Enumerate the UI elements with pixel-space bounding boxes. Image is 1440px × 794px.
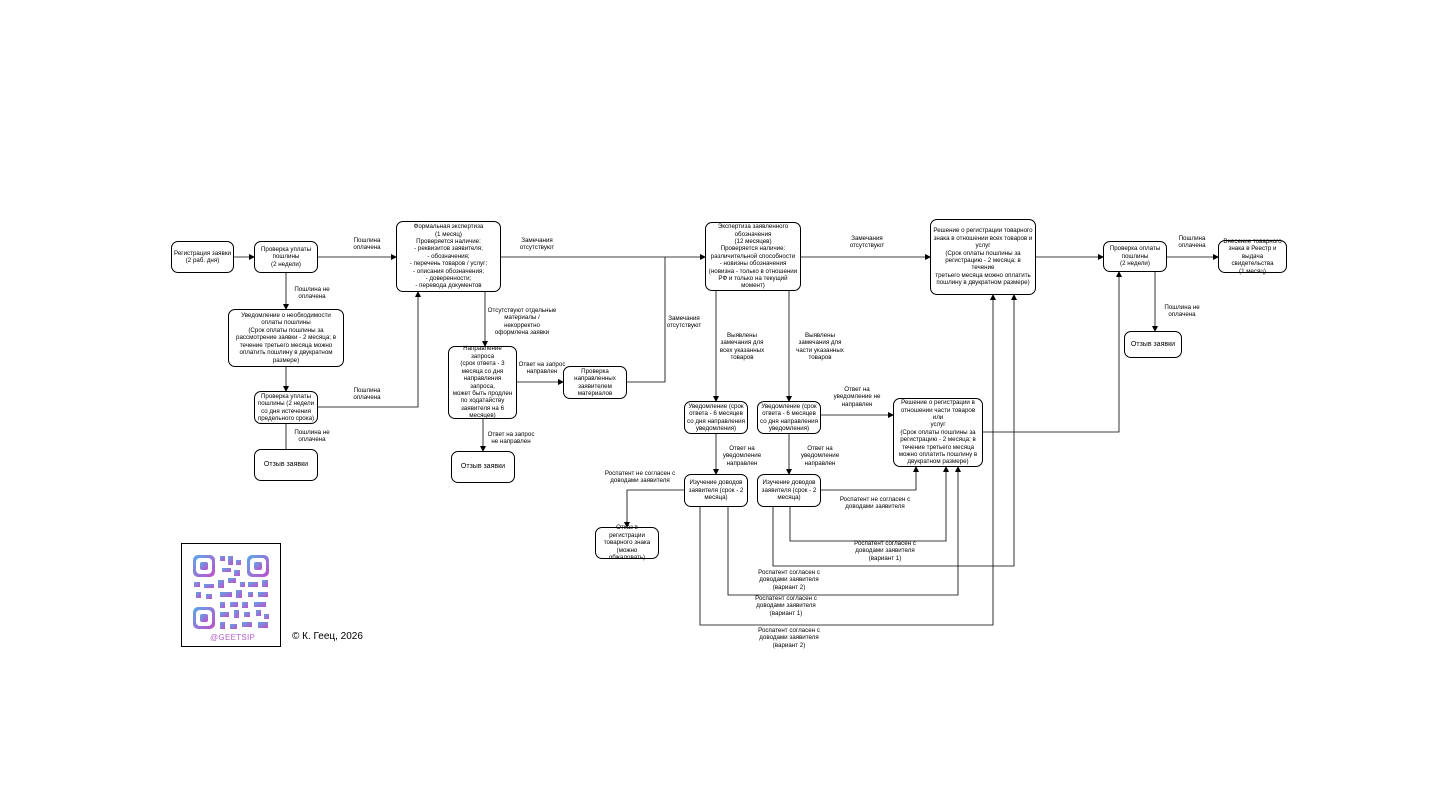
label-fee-not-paid-3: Пошлина не оплачена: [1164, 304, 1200, 319]
label-no-remarks-1: Замечания отсутствуют: [519, 237, 555, 252]
qr-code-graphic: [193, 555, 269, 629]
edge-decision-part-to-check3: [983, 271, 1122, 433]
node-notify-part: Уведомление (срок ответа - 6 месяцев со …: [757, 401, 821, 434]
label-notice-sent-2: Ответ на уведомление направлен: [800, 445, 840, 467]
label-notice-sent-1: Ответ на уведомление направлен: [722, 445, 762, 467]
node-notify-all: Уведомление (срок ответа - 6 месяцев со …: [684, 401, 748, 434]
edge-study1-to-refusal: [624, 489, 684, 528]
node-withdraw-1: Отзыв заявки: [254, 449, 318, 481]
edge-materials-to-signexam: [627, 257, 666, 383]
label-agree-var1-b: Роспатент согласен с доводами заявителя …: [755, 595, 817, 617]
label-agree-var1-a: Роспатент согласен с доводами заявителя …: [854, 540, 916, 562]
edge-study1-to-decision-all-b: [699, 294, 996, 626]
node-check-materials: Проверка направленных заявителем материа…: [563, 366, 627, 399]
copyright: © К. Геец, 2026: [292, 631, 363, 642]
node-registration: Регистрация заявки (2 раб. дня): [171, 241, 234, 273]
edge-study1-to-decision-part-b: [727, 466, 961, 596]
node-decision-part: Решение о регистрации в отношении части …: [893, 398, 983, 467]
label-fee-paid-1: Пошлина оплачена: [353, 237, 381, 252]
node-registry: Внесение товарного знака в Реестр и выда…: [1218, 238, 1287, 275]
label-remarks-part: Выявлены замечания для части указанных т…: [796, 332, 844, 362]
label-agree-var2-a: Роспатент согласен с доводами заявителя …: [758, 569, 820, 591]
node-check-fee-3: Проверка оплаты пошлины (2 недели): [1103, 241, 1167, 272]
label-fee-paid-3: Пошлина оплачена: [1178, 235, 1206, 250]
label-missing-materials: Отсутствуют отдельные материалы / некорр…: [487, 307, 557, 337]
node-withdraw-2: Отзыв заявки: [451, 451, 515, 483]
label-agree-var2-b: Роспатент согласен с доводами заявителя …: [758, 627, 820, 649]
node-request: Направление запроса (срок ответа - 3 мес…: [448, 345, 517, 419]
node-withdraw-3: Отзыв заявки: [1124, 331, 1182, 358]
edge-study2-to-decision-part-a: [789, 466, 949, 542]
node-decision-all: Решение о регистрации товарного знака в …: [930, 219, 1036, 295]
node-formal-exam: Формальная экспертиза (1 месяц) Проверяе…: [396, 221, 501, 292]
label-rospatent-disagree-2: Роспатент не согласен с доводами заявите…: [839, 496, 911, 511]
label-response-not-sent: Ответ на запрос не направлен: [487, 431, 535, 446]
node-study-2: Изучение доводов заявителя (срок - 2 мес…: [757, 474, 821, 507]
edge-study2-to-decision-part-c: [821, 466, 919, 491]
node-sign-exam: Экспертиза заявленного обозначения (12 м…: [705, 222, 801, 291]
edge-study2-to-decision-all-a: [772, 294, 1017, 567]
node-refusal: Отказ в регистрации товарного знака (мож…: [595, 524, 659, 561]
label-notice-not-sent: Ответ на уведомление не направлен: [833, 386, 881, 408]
label-response-sent: Ответ на запрос направлен: [518, 361, 566, 376]
label-remarks-all: Выявлены замечания для всех указанных то…: [719, 332, 765, 362]
label-fee-paid-2: Пошлина оплачена: [353, 387, 381, 402]
node-study-1: Изучение доводов заявителя (срок - 2 мес…: [684, 474, 748, 507]
label-fee-not-paid-1: Пошлина не оплачена: [294, 286, 330, 301]
node-notify-fee: Уведомление о необходимости оплаты пошли…: [228, 309, 344, 367]
qr-code: [181, 543, 281, 647]
qr-handle: @GEETSIP: [210, 633, 256, 642]
edge-check2-to-formal: [318, 291, 421, 408]
label-no-remarks-3: Замечания отсутствуют: [849, 235, 885, 250]
node-check-fee-1: Проверка уплаты пошлины (2 недели): [254, 241, 318, 273]
label-no-remarks-2: Замечания отсутствуют: [666, 315, 702, 330]
label-rospatent-disagree-1: Роспатент не согласен с доводами заявите…: [604, 470, 676, 485]
node-check-fee-2: Проверка уплаты пошлины (2 недели со дня…: [254, 391, 318, 424]
label-fee-not-paid-2: Пошлина не оплачена: [294, 429, 330, 444]
